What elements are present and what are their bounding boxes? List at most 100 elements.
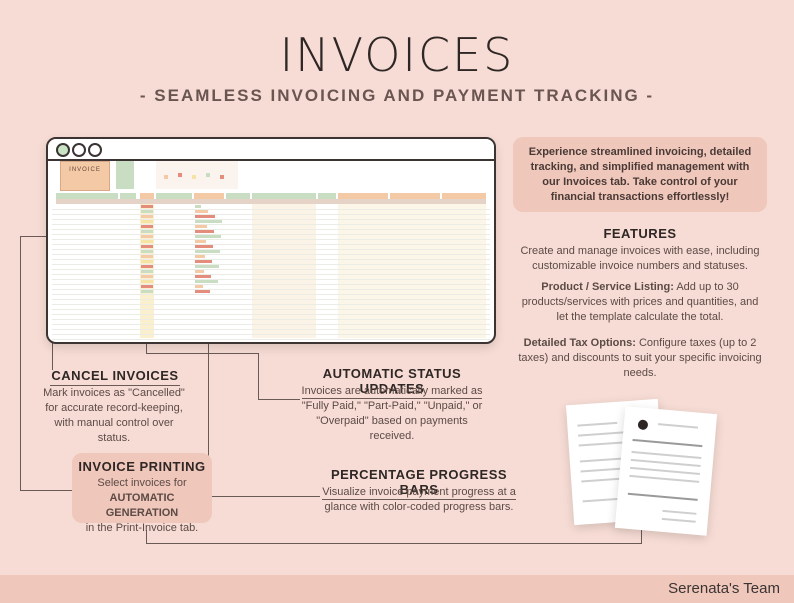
sheet-row bbox=[52, 250, 490, 255]
window-dot-icon bbox=[88, 143, 102, 157]
sheet-row bbox=[52, 210, 490, 215]
sheet-invoice-label-box: INVOICE bbox=[60, 161, 110, 191]
connector-line bbox=[208, 496, 320, 497]
sheet-status-chart bbox=[156, 161, 238, 189]
page-subtitle: - SEAMLESS INVOICING AND PAYMENT TRACKIN… bbox=[139, 86, 655, 105]
printing-box: INVOICE PRINTING Select invoices for AUT… bbox=[72, 453, 212, 534]
status-cell bbox=[141, 205, 153, 208]
status-cell bbox=[141, 225, 153, 228]
status-cell bbox=[141, 220, 153, 223]
progress-bar bbox=[195, 270, 204, 273]
sheet-row bbox=[52, 225, 490, 230]
progress-bar bbox=[195, 235, 221, 238]
sheet-row bbox=[52, 290, 490, 295]
progress-bar bbox=[195, 225, 207, 228]
sheet-row bbox=[52, 220, 490, 225]
cancel-heading: CANCEL INVOICES bbox=[50, 368, 180, 386]
sheet-row bbox=[52, 245, 490, 250]
invoice-sheet: INVOICE bbox=[52, 161, 490, 340]
progress-bar bbox=[195, 285, 203, 288]
connector-line bbox=[641, 530, 642, 544]
progress-bar bbox=[195, 275, 211, 278]
listing-label: Product / Service Listing: bbox=[541, 281, 674, 293]
window-dot-icon bbox=[56, 143, 70, 157]
logo-icon bbox=[637, 419, 649, 431]
features-text: Create and manage invoices with ease, in… bbox=[520, 245, 760, 272]
connector-line bbox=[20, 236, 21, 490]
progress-bar bbox=[195, 245, 213, 248]
sheet-row bbox=[52, 215, 490, 220]
brand-name: Serenata's Team bbox=[668, 580, 780, 597]
cancel-text: Mark invoices as "Cancelled" for accurat… bbox=[43, 387, 185, 444]
status-heading: AUTOMATIC STATUS UPDATES bbox=[302, 366, 482, 399]
status-cell bbox=[141, 260, 153, 263]
invoice-preview-front bbox=[614, 406, 718, 536]
progress-bar bbox=[195, 210, 208, 213]
progress-bar bbox=[195, 255, 205, 258]
progress-bar bbox=[195, 215, 215, 218]
progress-bar bbox=[195, 290, 210, 293]
sheet-row bbox=[52, 275, 490, 280]
status-cell bbox=[141, 215, 153, 218]
footer-bar bbox=[0, 575, 794, 603]
status-cell bbox=[141, 285, 153, 288]
printing-text-a: Select invoices for bbox=[97, 477, 187, 489]
progress-bar bbox=[195, 250, 220, 253]
tax-text: Configure taxes (up to 2 taxes) and disc… bbox=[518, 337, 762, 379]
progress-bar bbox=[195, 260, 212, 263]
connector-line bbox=[146, 353, 258, 354]
status-cell bbox=[141, 265, 153, 268]
progress-heading: PERCENTAGE PROGRESS BARS bbox=[322, 467, 516, 500]
window-dot-icon bbox=[72, 143, 86, 157]
connector-line bbox=[258, 399, 300, 400]
sheet-summary-box bbox=[116, 161, 134, 189]
sheet-row bbox=[52, 230, 490, 235]
status-cell bbox=[141, 250, 153, 253]
sheet-row bbox=[52, 300, 490, 305]
tax-feature: Detailed Tax Options: Configure taxes (u… bbox=[518, 336, 762, 381]
sheet-row bbox=[52, 270, 490, 275]
connector-line bbox=[20, 490, 72, 491]
printing-text-bold: AUTOMATIC GENERATION bbox=[105, 492, 179, 519]
printing-text-b: in the Print-Invoice tab. bbox=[85, 522, 199, 534]
sheet-row bbox=[52, 260, 490, 265]
listing-feature: Product / Service Listing: Add up to 30 … bbox=[518, 280, 762, 325]
status-cell bbox=[141, 240, 153, 243]
status-cell bbox=[141, 210, 153, 213]
listing-text: Add up to 30 products/services with pric… bbox=[521, 281, 759, 323]
sheet-row bbox=[52, 340, 490, 342]
status-cell bbox=[141, 275, 153, 278]
features-heading: FEATURES bbox=[603, 226, 677, 241]
status-cell bbox=[141, 270, 153, 273]
sheet-row bbox=[52, 315, 490, 320]
status-cell bbox=[141, 235, 153, 238]
intro-box: Experience streamlined invoicing, detail… bbox=[513, 137, 767, 212]
sheet-row bbox=[52, 305, 490, 310]
progress-bar bbox=[195, 280, 218, 283]
progress-bar bbox=[195, 220, 222, 223]
sheet-row bbox=[52, 265, 490, 270]
sheet-row bbox=[52, 330, 490, 335]
intro-text: Experience streamlined invoicing, detail… bbox=[528, 146, 752, 203]
connector-line bbox=[146, 530, 147, 544]
status-cell bbox=[141, 245, 153, 248]
progress-bar bbox=[195, 230, 214, 233]
status-cell bbox=[141, 230, 153, 233]
connector-line bbox=[258, 353, 259, 399]
status-cell bbox=[141, 290, 153, 293]
spreadsheet-window: INVOICE bbox=[46, 137, 496, 344]
sheet-row bbox=[52, 235, 490, 240]
sheet-row bbox=[52, 325, 490, 330]
status-text: Invoices are automatically marked as "Fu… bbox=[301, 385, 483, 442]
progress-bar bbox=[195, 265, 219, 268]
sheet-row bbox=[52, 310, 490, 315]
connector-line bbox=[146, 543, 642, 544]
connector-line bbox=[208, 290, 209, 496]
sheet-row bbox=[52, 335, 490, 340]
printing-heading: INVOICE PRINTING bbox=[78, 459, 206, 474]
sheet-row bbox=[52, 285, 490, 290]
status-cell bbox=[141, 255, 153, 258]
sheet-row bbox=[52, 295, 490, 300]
sheet-row bbox=[52, 320, 490, 325]
progress-text: Visualize invoice payment progress at a … bbox=[322, 486, 516, 513]
